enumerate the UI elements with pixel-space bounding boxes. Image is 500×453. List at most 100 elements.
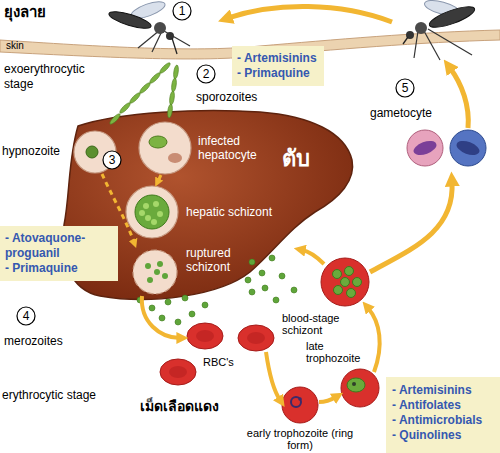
merozoite [162, 273, 168, 279]
merozoite [147, 277, 153, 283]
infected-red-cell [282, 387, 318, 423]
callout-number: 3 [102, 152, 122, 168]
merozoite [334, 286, 343, 295]
red-blood-cell [187, 323, 223, 349]
sporozoite [171, 78, 177, 92]
callout-circle [396, 79, 414, 97]
sporozoite [138, 81, 151, 94]
merozoite [291, 287, 297, 293]
sporozoite [173, 65, 179, 79]
cell-label: early trophozoite (ring form) [245, 427, 355, 451]
sporozoite [118, 101, 131, 114]
merozoite [145, 263, 151, 269]
cell-label: เม็ดเลือดแดง [140, 398, 219, 415]
drug-name: - Primaquine [5, 261, 113, 276]
mosquito-body [427, 3, 477, 32]
gametocyte-cell [407, 130, 443, 166]
drug-name: - Atovaquone-proguanil [5, 231, 113, 261]
infected-red-cell [341, 369, 379, 407]
cycle-arrow [266, 352, 280, 400]
gametocyte [455, 138, 482, 157]
callout-number: 4 [16, 308, 36, 324]
merozoite [139, 210, 145, 216]
cycle-arrow [368, 308, 380, 372]
stage-label: exoerythrocytic stage [4, 62, 100, 92]
merozoite [151, 219, 157, 225]
drug-box: - Artemisinins- Primaquine [232, 46, 324, 86]
gametocyte [412, 138, 439, 157]
merozoite [175, 319, 181, 325]
merozoite [262, 285, 268, 291]
stage-label: erythrocytic stage [2, 388, 96, 402]
merozoite [347, 289, 356, 298]
drug-box: - Artemisinins- Antifolates- Antimicrobi… [386, 377, 500, 453]
merozoite [259, 270, 265, 276]
red-blood-cell [160, 359, 196, 385]
parasite-nucleus [298, 397, 302, 401]
drug-name: - Artemisinins [392, 383, 494, 398]
drug-name: - Antifolates [392, 398, 494, 413]
cell-center [196, 330, 214, 342]
sporozoite [148, 71, 161, 84]
merozoite [165, 299, 171, 305]
cycle-arrow [158, 175, 161, 181]
cell-label: hepatic schizont [186, 205, 272, 219]
merozoite [341, 278, 350, 287]
stage-label: hypnozoite [2, 144, 60, 158]
drug-name: - Quinolines [392, 428, 494, 443]
hepatocyte [139, 122, 191, 174]
layer-label: skin [6, 40, 24, 52]
mosquito-body [107, 8, 152, 31]
mosquito-thorax [154, 22, 166, 34]
sporozoite [169, 91, 175, 105]
stage-label: gametocyte [370, 106, 432, 120]
merozoite [157, 211, 163, 217]
ring-form [291, 397, 301, 407]
parasite-nucleus [352, 382, 356, 386]
merozoite [353, 278, 362, 287]
sporozoite [108, 112, 121, 125]
merozoite [143, 203, 149, 209]
drug-name: - Antimicrobials [392, 413, 494, 428]
merozoite [273, 297, 279, 303]
trophozoite [347, 378, 365, 392]
stage-label: merozoites [4, 334, 63, 348]
vector-name: ยุงลาย [4, 3, 46, 21]
cell-label: blood-stage schizont [282, 312, 354, 336]
merozoite [202, 302, 208, 308]
cycle-arrow [228, 6, 392, 22]
red-blood-cell [238, 325, 274, 351]
merozoite [279, 273, 285, 279]
cell-nucleus [168, 153, 182, 163]
cycle-arrow [450, 68, 468, 128]
merozoite [345, 267, 354, 276]
mosquito-leg [428, 29, 472, 55]
stage-label: sporozoites [196, 90, 257, 104]
mosquito-thorax [415, 22, 427, 34]
callout-circle [173, 2, 191, 20]
cell-label: RBC's [203, 356, 234, 369]
callout-circle [197, 65, 215, 83]
merozoite [189, 311, 195, 317]
merozoite [153, 201, 159, 207]
mosquito-leg [164, 31, 190, 46]
hepatic-schizont [135, 195, 169, 229]
merozoite [149, 305, 155, 311]
merozoite [249, 289, 255, 295]
mosquito-proboscis [172, 38, 177, 54]
cell-label: late trophozoite [306, 340, 374, 364]
merozoite [249, 259, 255, 265]
infected-red-cell [321, 258, 369, 306]
callout-circle [17, 307, 35, 325]
merozoite [159, 315, 165, 321]
cell-label: ruptured schizont [186, 246, 248, 274]
mosquito-proboscis [403, 37, 408, 44]
sporozoite [128, 91, 141, 104]
cycle-arrow [370, 182, 452, 272]
organ-label: ตับ [282, 146, 310, 172]
callout-number: 2 [196, 66, 216, 82]
cycle-arrow [319, 397, 336, 402]
merozoite [145, 215, 151, 221]
hepatocyte [126, 186, 178, 238]
